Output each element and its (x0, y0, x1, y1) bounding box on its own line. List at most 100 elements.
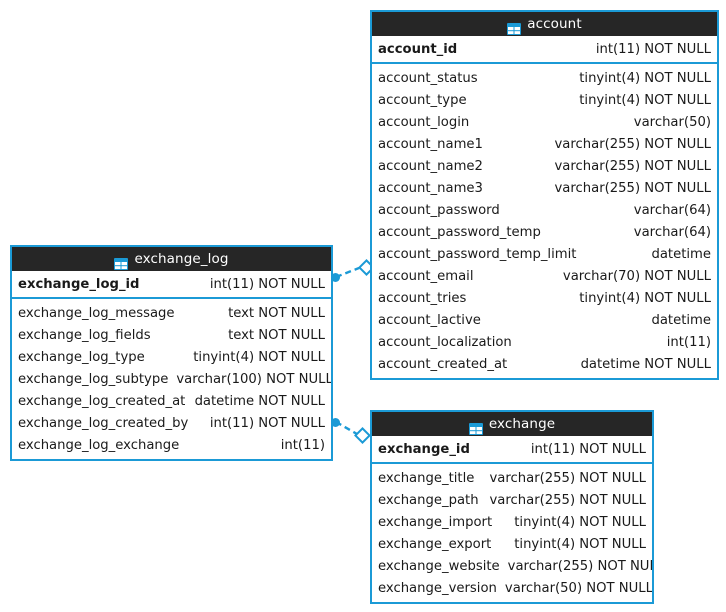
table-row[interactable]: exchange_log_message text NOT NULL (12, 302, 331, 324)
table-row[interactable]: account_password_temp_limit datetime (372, 243, 717, 265)
column-name: exchange_path (378, 492, 479, 508)
column-type: varchar(255) NOT NULL (554, 158, 712, 174)
column-type: int(11) (666, 334, 711, 350)
relationship-log-exchange[interactable] (335, 420, 371, 444)
column-name: account_status (378, 70, 478, 86)
table-row[interactable]: account_name1 varchar(255) NOT NULL (372, 133, 717, 155)
table-row[interactable]: account_password varchar(64) (372, 199, 717, 221)
column-type: int(11) NOT NULL (595, 41, 711, 57)
table-row[interactable]: exchange_path varchar(255) NOT NULL (372, 489, 652, 511)
column-name: account_password_temp_limit (378, 246, 577, 262)
table-icon (114, 254, 129, 270)
entity-table-exchange-log[interactable]: exchange_log exchange_log_id int(11) NOT… (10, 245, 333, 461)
entity-header-exchange[interactable]: exchange (372, 412, 652, 436)
entity-name-label: exchange_log (134, 251, 229, 267)
column-name: account_login (378, 114, 470, 130)
column-type: varchar(255) NOT NULL (554, 180, 712, 196)
column-type: tinyint(4) NOT NULL (514, 536, 646, 552)
entity-header-exchange-log[interactable]: exchange_log (12, 247, 331, 271)
column-name: account_password (378, 202, 500, 218)
primary-key-row[interactable]: exchange_log_id int(11) NOT NULL (12, 271, 331, 299)
table-row[interactable]: exchange_log_type tinyint(4) NOT NULL (12, 346, 331, 368)
entity-table-exchange[interactable]: exchange exchange_id int(11) NOT NULL ex… (370, 410, 654, 604)
column-name: account_id (378, 41, 458, 57)
table-row[interactable]: exchange_export tinyint(4) NOT NULL (372, 533, 652, 555)
table-row[interactable]: account_name3 varchar(255) NOT NULL (372, 177, 717, 199)
column-name: account_tries (378, 290, 467, 306)
column-type: text NOT NULL (228, 305, 325, 321)
table-row[interactable]: exchange_log_fields text NOT NULL (12, 324, 331, 346)
table-row[interactable]: account_email varchar(70) NOT NULL (372, 265, 717, 287)
relationship-endpoint-dot (331, 418, 340, 427)
column-type: varchar(64) (633, 224, 711, 240)
primary-key-row[interactable]: exchange_id int(11) NOT NULL (372, 436, 652, 464)
table-row[interactable]: exchange_version varchar(50) NOT NULL (372, 577, 652, 599)
column-type: int(11) NOT NULL (209, 276, 325, 292)
column-type: varchar(100) NOT NULL (176, 371, 333, 387)
column-name: account_email (378, 268, 474, 284)
column-name: account_password_temp (378, 224, 541, 240)
column-name: exchange_title (378, 470, 475, 486)
table-row[interactable]: account_type tinyint(4) NOT NULL (372, 89, 717, 111)
column-list: account_status tinyint(4) NOT NULL accou… (372, 64, 717, 378)
diamond-marker-icon (354, 427, 371, 444)
column-name: exchange_log_created_by (18, 415, 189, 431)
column-type: tinyint(4) NOT NULL (514, 514, 646, 530)
entity-name-label: exchange (488, 416, 556, 432)
column-name: exchange_export (378, 536, 492, 552)
column-name: exchange_import (378, 514, 493, 530)
entity-header-account[interactable]: account (372, 12, 717, 36)
column-type: varchar(70) NOT NULL (562, 268, 711, 284)
column-name: exchange_log_type (18, 349, 145, 365)
column-type: tinyint(4) NOT NULL (579, 290, 711, 306)
table-row[interactable]: exchange_log_subtype varchar(100) NOT NU… (12, 368, 331, 390)
table-row[interactable]: account_password_temp varchar(64) (372, 221, 717, 243)
column-type: tinyint(4) NOT NULL (193, 349, 325, 365)
relationship-endpoint-dot (331, 273, 340, 282)
column-type: varchar(50) (633, 114, 711, 130)
table-row[interactable]: account_login varchar(50) (372, 111, 717, 133)
column-type: int(11) NOT NULL (530, 441, 646, 457)
column-name: exchange_version (378, 580, 497, 596)
column-type: varchar(255) NOT NULL (489, 470, 647, 486)
column-type: datetime NOT NULL (194, 393, 325, 409)
column-name: exchange_log_subtype (18, 371, 169, 387)
column-name: account_lactive (378, 312, 481, 328)
column-name: account_localization (378, 334, 512, 350)
column-type: varchar(50) NOT NULL (504, 580, 653, 596)
table-row[interactable]: exchange_log_created_at datetime NOT NUL… (12, 390, 331, 412)
table-icon (507, 19, 522, 35)
entity-table-account[interactable]: account account_id int(11) NOT NULL acco… (370, 10, 719, 380)
table-row[interactable]: account_tries tinyint(4) NOT NULL (372, 287, 717, 309)
table-row[interactable]: exchange_website varchar(255) NOT NULL (372, 555, 652, 577)
column-type: varchar(255) NOT NULL (507, 558, 654, 574)
table-row[interactable]: exchange_log_created_by int(11) NOT NULL (12, 412, 331, 434)
column-name: account_name2 (378, 158, 483, 174)
column-type: tinyint(4) NOT NULL (579, 70, 711, 86)
primary-key-row[interactable]: account_id int(11) NOT NULL (372, 36, 717, 64)
column-list: exchange_log_message text NOT NULL excha… (12, 299, 331, 459)
column-name: account_type (378, 92, 467, 108)
column-name: exchange_log_message (18, 305, 175, 321)
table-row[interactable]: exchange_log_exchange int(11) (12, 434, 331, 456)
table-row[interactable]: account_name2 varchar(255) NOT NULL (372, 155, 717, 177)
column-type: int(11) (280, 437, 325, 453)
column-type: varchar(255) NOT NULL (489, 492, 647, 508)
table-row[interactable]: account_localization int(11) (372, 331, 717, 353)
column-type: varchar(64) (633, 202, 711, 218)
column-name: exchange_id (378, 441, 470, 457)
table-row[interactable]: account_status tinyint(4) NOT NULL (372, 67, 717, 89)
column-name: exchange_log_exchange (18, 437, 180, 453)
column-type: datetime (651, 246, 711, 262)
table-row[interactable]: exchange_title varchar(255) NOT NULL (372, 467, 652, 489)
relationship-log-account[interactable] (335, 259, 375, 279)
column-type: datetime (651, 312, 711, 328)
column-name: account_name3 (378, 180, 483, 196)
column-type: datetime NOT NULL (580, 356, 711, 372)
table-row[interactable]: exchange_import tinyint(4) NOT NULL (372, 511, 652, 533)
table-row[interactable]: account_lactive datetime (372, 309, 717, 331)
column-name: account_name1 (378, 136, 483, 152)
table-row[interactable]: account_created_at datetime NOT NULL (372, 353, 717, 375)
column-name: account_created_at (378, 356, 508, 372)
